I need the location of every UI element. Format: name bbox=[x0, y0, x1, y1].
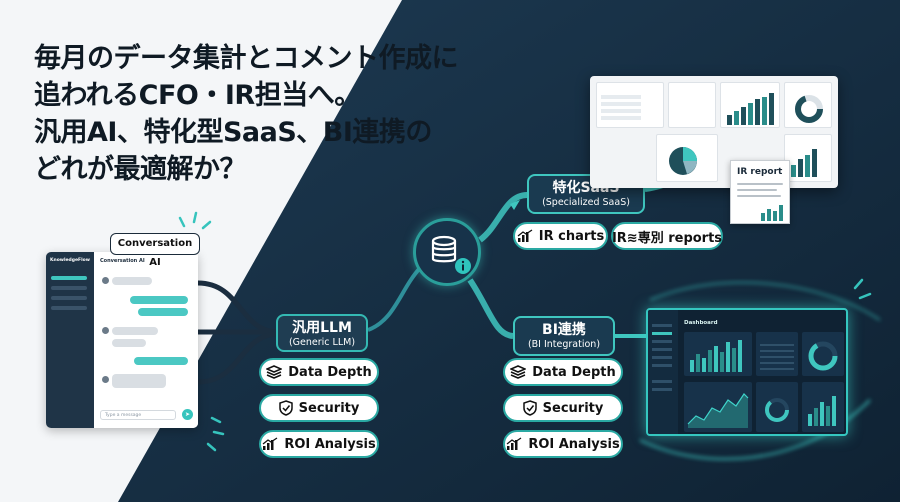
shield-check-icon bbox=[522, 400, 537, 416]
bi-table-card bbox=[756, 332, 798, 376]
message-bubble bbox=[138, 308, 188, 316]
kpi-card bbox=[784, 134, 832, 182]
llm-feature-security: Security bbox=[259, 394, 379, 422]
llm-feature-data-depth: Data Depth bbox=[259, 358, 379, 386]
headline-line-3: 汎用AI、特化型SaaS、BI連携の bbox=[34, 117, 432, 148]
pie-card bbox=[656, 134, 718, 182]
bi-dashboard-title: Dashboard bbox=[684, 320, 718, 326]
send-icon[interactable]: ➤ bbox=[182, 409, 193, 420]
headline: 毎月のデータ集計とコメント作成に 追われるCFO・IR担当へ。 汎用AI、特化型… bbox=[34, 40, 504, 188]
feature-label: Security bbox=[298, 400, 360, 416]
bi-donut-card bbox=[802, 332, 844, 376]
message-bubble bbox=[130, 296, 188, 304]
avatar bbox=[102, 376, 109, 383]
llm-hub: 汎用LLM (Generic LLM) bbox=[276, 314, 368, 352]
text-line bbox=[737, 183, 783, 185]
donut-card bbox=[784, 82, 832, 128]
bi-hub: BI連携 (BI Integration) bbox=[513, 316, 615, 356]
headline-line-2: 追われるCFO・IR担当へ。 bbox=[34, 80, 361, 111]
bi-bar-chart-card bbox=[684, 332, 752, 376]
feature-label: ROI Analysis bbox=[528, 436, 620, 452]
chat-brand: KnowledgeFlow bbox=[50, 258, 90, 263]
bi-gauge-card bbox=[756, 382, 798, 432]
message-bubble bbox=[134, 357, 188, 365]
saas-subtitle: (Specialized SaaS) bbox=[542, 197, 630, 208]
feature-label: IR charts bbox=[538, 228, 605, 244]
bi-area-chart-card bbox=[684, 382, 752, 432]
bi-feature-roi: ROI Analysis bbox=[503, 430, 623, 458]
saas-feature-ir-reports: IR≋専別 reports bbox=[611, 222, 723, 250]
ir-report-document: IR report bbox=[730, 160, 790, 224]
bi-dashboard-mockup: Dashboard bbox=[646, 308, 848, 436]
layers-icon bbox=[510, 365, 527, 379]
report-title: IR report bbox=[737, 167, 783, 177]
sidebar-item bbox=[51, 306, 87, 310]
sidebar-item bbox=[51, 276, 87, 280]
feature-label: IR≋専別 reports bbox=[611, 230, 723, 246]
chat-sidebar: KnowledgeFlow bbox=[46, 252, 94, 428]
headline-line-1: 毎月のデータ集計とコメント作成に bbox=[34, 43, 459, 74]
bar-chart-icon bbox=[517, 229, 533, 242]
bi-title: BI連携 bbox=[542, 322, 586, 338]
message-bubble bbox=[112, 339, 146, 347]
avatar bbox=[102, 327, 109, 334]
text-line bbox=[737, 195, 781, 197]
feature-label: ROI Analysis bbox=[284, 436, 376, 452]
shield-check-icon bbox=[278, 400, 293, 416]
message-input[interactable]: Type a message bbox=[100, 410, 176, 420]
bi-mini-bars-card bbox=[802, 382, 844, 432]
sidebar-item bbox=[51, 286, 87, 290]
report-bar-chart bbox=[761, 205, 783, 221]
message-bubble bbox=[112, 277, 152, 285]
bar-chart-icon bbox=[506, 437, 522, 450]
bar-card bbox=[720, 82, 780, 128]
bi-feature-security: Security bbox=[503, 394, 623, 422]
feature-label: Security bbox=[542, 400, 604, 416]
headline-line-4: どれが最適解か？ bbox=[34, 154, 247, 185]
saas-feature-ir-charts: IR charts bbox=[513, 222, 608, 250]
table-card bbox=[668, 82, 716, 128]
bar-chart-icon bbox=[262, 437, 278, 450]
summary-card bbox=[596, 82, 664, 128]
database-node bbox=[413, 218, 481, 286]
bi-subtitle: (BI Integration) bbox=[527, 339, 601, 350]
sidebar-item bbox=[51, 296, 87, 300]
saas-dashboard-mockup bbox=[590, 76, 838, 188]
text-line bbox=[737, 189, 777, 191]
conversation-ai-tag: Conversation AI bbox=[110, 233, 200, 268]
feature-label: Data Depth bbox=[288, 364, 372, 380]
llm-feature-roi: ROI Analysis bbox=[259, 430, 379, 458]
avatar bbox=[102, 277, 109, 284]
chat-app-mockup: KnowledgeFlow Conversation AI Type a mes… bbox=[46, 252, 198, 428]
llm-subtitle: (Generic LLM) bbox=[288, 337, 356, 348]
database-icon bbox=[431, 235, 457, 263]
llm-title: 汎用LLM bbox=[292, 320, 352, 336]
layers-icon bbox=[266, 365, 283, 379]
chat-header: Conversation AI bbox=[100, 258, 145, 264]
bi-sidebar bbox=[648, 310, 678, 434]
chat-main: Conversation AI Type a message ➤ bbox=[94, 252, 198, 428]
info-icon bbox=[455, 258, 471, 274]
bi-feature-data-depth: Data Depth bbox=[503, 358, 623, 386]
message-bubble bbox=[112, 327, 158, 335]
message-bubble bbox=[112, 374, 166, 388]
feature-label: Data Depth bbox=[532, 364, 616, 380]
